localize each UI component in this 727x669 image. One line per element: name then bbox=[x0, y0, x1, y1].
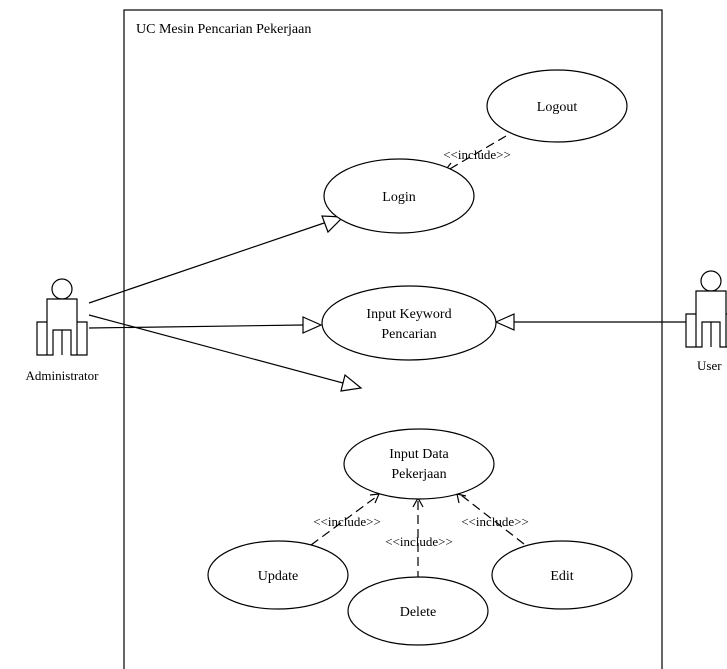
user-label: User bbox=[697, 358, 722, 373]
include-label-update: <<include>> bbox=[313, 514, 381, 529]
assoc-admin-login bbox=[88, 221, 328, 304]
assoc-admin-keyword bbox=[88, 324, 304, 329]
include-logout-login bbox=[447, 135, 507, 171]
usecase-update-label: Update bbox=[258, 569, 298, 584]
usecase-delete-label: Delete bbox=[400, 605, 437, 620]
usecase-input-keyword: Input Keyword Pencarian bbox=[321, 285, 497, 361]
usecase-input-data: Input Data Pekerjaan bbox=[343, 428, 495, 500]
usecase-login: Login bbox=[323, 158, 475, 234]
usecase-input-keyword-label-1: Input Keyword bbox=[366, 307, 451, 322]
include-label-delete: <<include>> bbox=[385, 534, 453, 549]
administrator-label: Administrator bbox=[26, 368, 100, 383]
assoc-user-keyword-arrowhead bbox=[494, 313, 515, 331]
administrator-body bbox=[36, 298, 88, 356]
usecase-input-keyword-label-2: Pencarian bbox=[381, 327, 436, 342]
usecase-input-data-label-1: Input Data bbox=[389, 447, 449, 462]
assoc-admin-keyword-arrowhead bbox=[302, 316, 323, 334]
system-title: UC Mesin Pencarian Pekerjaan bbox=[136, 22, 311, 37]
user-head bbox=[700, 270, 722, 292]
usecase-edit: Edit bbox=[491, 540, 633, 610]
assoc-admin-login-arrowhead bbox=[321, 215, 345, 234]
include-label-logout: <<include>> bbox=[443, 147, 511, 162]
usecase-logout: Logout bbox=[486, 69, 628, 143]
include-label-edit: <<include>> bbox=[461, 514, 529, 529]
administrator-actor: Administrator bbox=[26, 278, 100, 383]
usecase-logout-label: Logout bbox=[537, 100, 578, 115]
usecase-input-data-label-2: Pekerjaan bbox=[391, 467, 446, 482]
usecase-delete: Delete bbox=[347, 576, 489, 646]
usecase-update: Update bbox=[207, 540, 349, 610]
assoc-admin-inputdata bbox=[88, 314, 344, 384]
assoc-admin-inputdata-arrowhead bbox=[340, 373, 363, 392]
user-body bbox=[685, 290, 727, 348]
usecase-edit-label: Edit bbox=[550, 569, 573, 584]
user-actor: User bbox=[685, 270, 727, 373]
usecase-login-label: Login bbox=[382, 190, 415, 205]
administrator-head bbox=[51, 278, 73, 300]
